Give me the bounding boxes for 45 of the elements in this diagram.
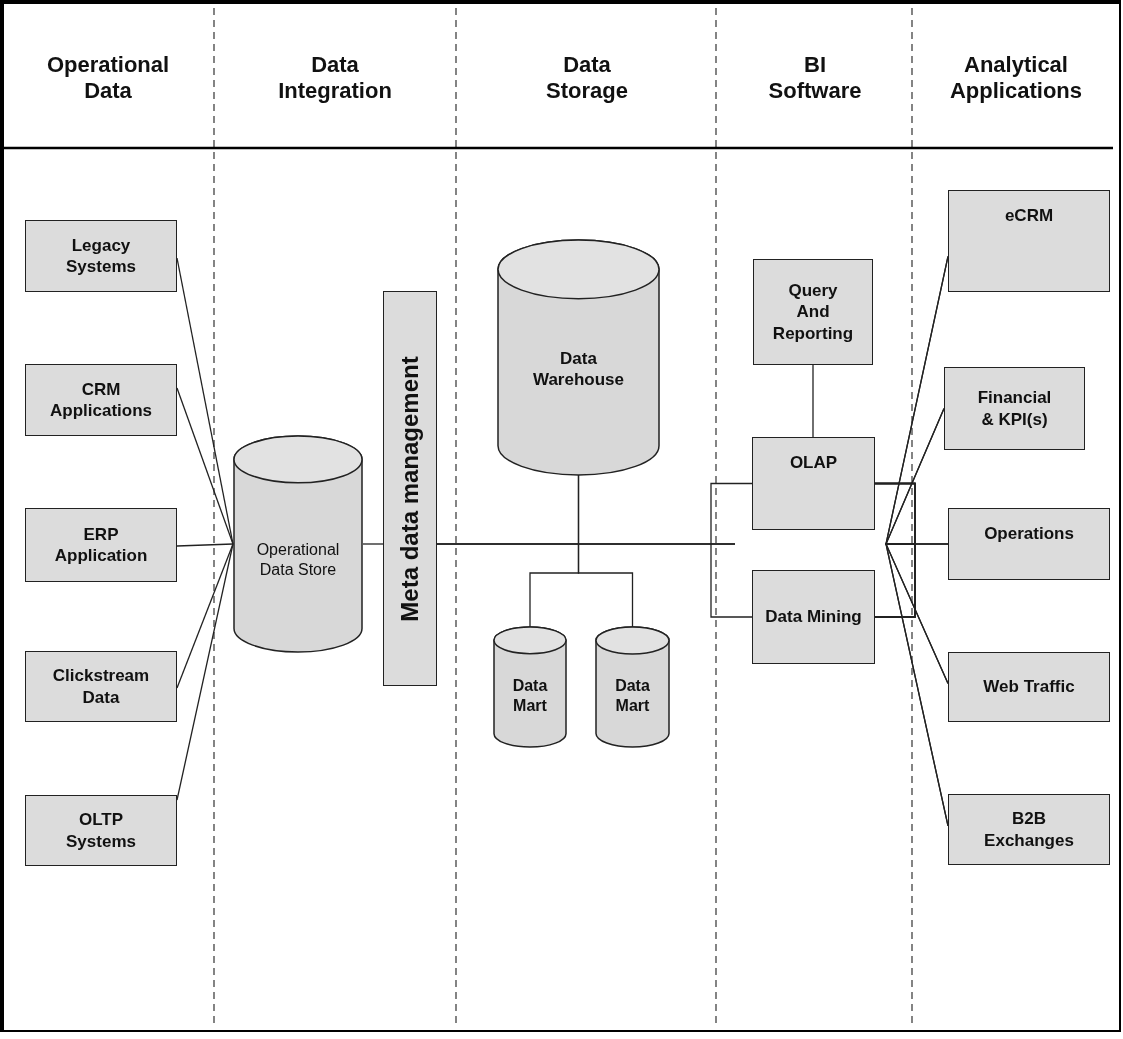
- box-label: Meta data management: [395, 355, 424, 622]
- process-box: [752, 570, 875, 664]
- column-heading: BI Software: [767, 52, 863, 105]
- box-label: ERP Application: [53, 523, 149, 567]
- box-label: Operations: [984, 523, 1074, 545]
- box-label: Legacy Systems: [65, 234, 137, 278]
- column-heading: Data Storage: [545, 52, 629, 105]
- process-box: [25, 795, 177, 866]
- connector-line: [812, 364, 814, 438]
- metadata-bar: [383, 291, 437, 686]
- process-box: [25, 220, 177, 292]
- connector-line: [176, 543, 234, 689]
- connector-line: [176, 543, 234, 547]
- process-box: [948, 508, 1110, 580]
- box-label: Query And Reporting: [771, 280, 855, 344]
- process-box: [948, 652, 1110, 722]
- box-label: B2B Exchanges: [983, 808, 1075, 851]
- cylinder-label: Data Warehouse: [532, 348, 625, 391]
- connector-line: [176, 387, 234, 545]
- connector-line: [362, 543, 384, 545]
- box-label: Web Traffic: [982, 676, 1076, 698]
- process-box: [752, 437, 875, 530]
- box-label: OLAP: [789, 452, 838, 474]
- connector-line: [436, 543, 753, 618]
- cylinder-label: Data Mart: [511, 676, 549, 717]
- column-heading: Data Integration: [277, 52, 393, 105]
- connector-line: [577, 474, 634, 628]
- process-box: [25, 651, 177, 722]
- column-heading: Operational Data: [45, 52, 171, 105]
- process-box: [944, 367, 1085, 450]
- process-box: [948, 794, 1110, 865]
- process-box: [25, 364, 177, 436]
- box-label: eCRM: [1004, 205, 1054, 227]
- box-label: Clickstream Data: [51, 665, 151, 708]
- process-box: [25, 508, 177, 582]
- box-label: CRM Applications: [49, 378, 153, 422]
- box-label: OLTP Systems: [65, 809, 137, 852]
- box-label: Data Mining: [765, 606, 862, 628]
- process-box: [753, 259, 873, 365]
- box-label: Financial & KPI(s): [976, 387, 1053, 430]
- cylinder-label: Operational Data Store: [255, 540, 341, 581]
- cylinder-label: Data Mart: [614, 676, 651, 717]
- column-heading: Analytical Applications: [949, 52, 1083, 105]
- process-box: [948, 190, 1110, 292]
- connector-line: [176, 543, 234, 801]
